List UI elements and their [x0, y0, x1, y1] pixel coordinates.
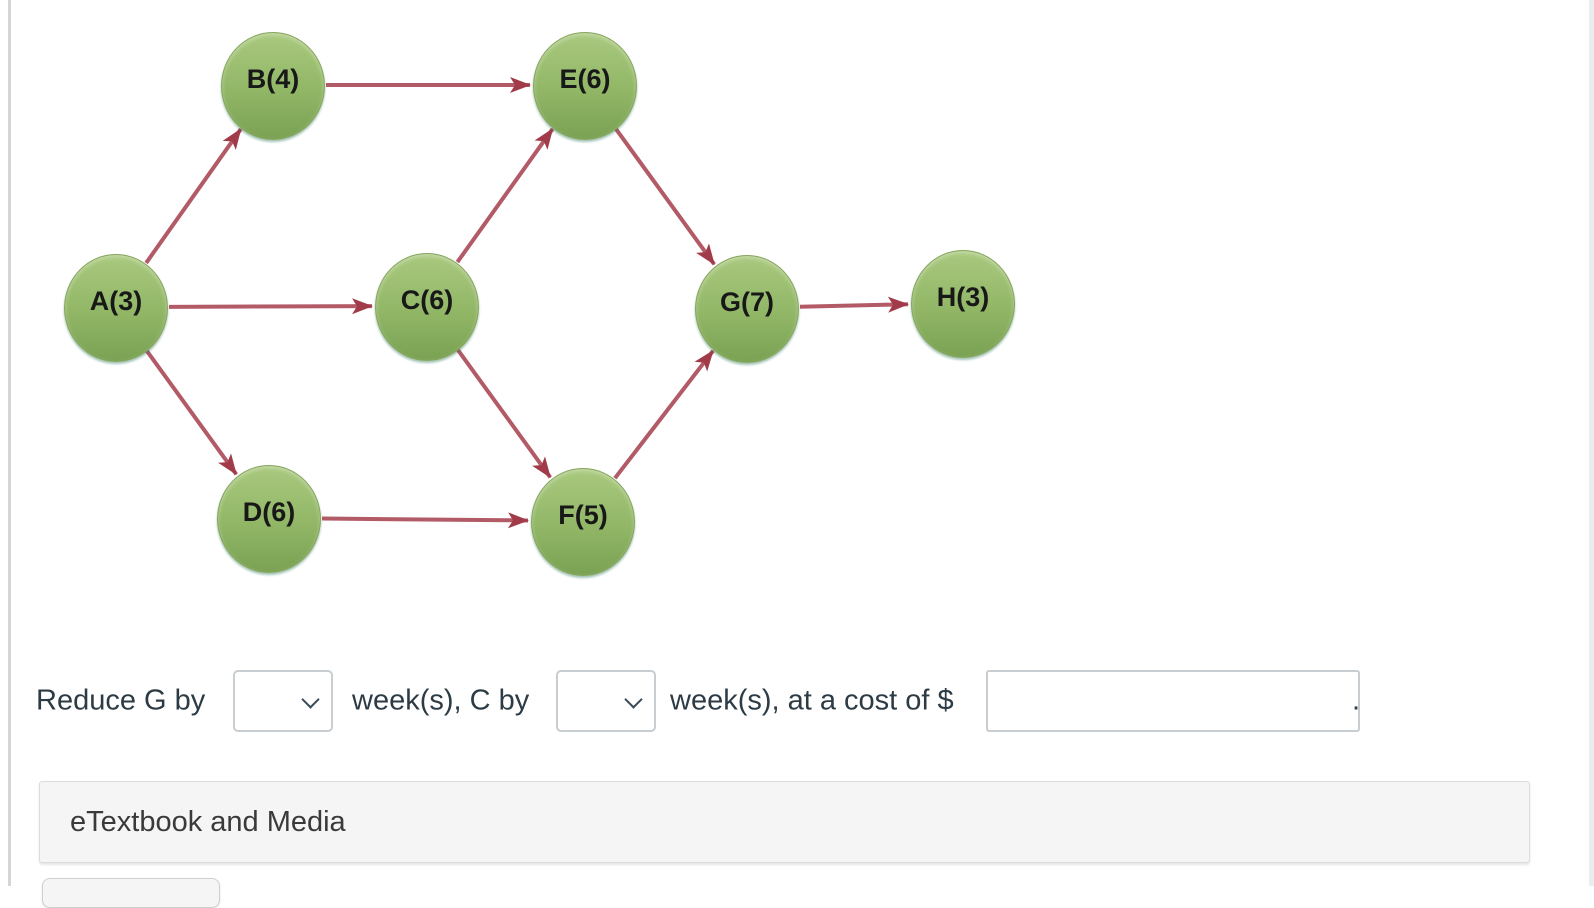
etextbook-media-button[interactable]: eTextbook and Media: [39, 781, 1530, 863]
c-weeks-select[interactable]: [556, 670, 656, 732]
chevron-down-icon: [301, 690, 320, 709]
graph-node-label: B(4): [246, 63, 300, 94]
graph-node-B: B(4): [221, 32, 325, 140]
reduce-g-by-label: Reduce G by: [36, 684, 206, 717]
answer-sentence: Reduce G by week(s), C by week(s), at a …: [0, 670, 1594, 732]
activity-network-diagram: A(3) B(4) C(6) D(6) E(6) F(5) G(7) H(3): [0, 0, 1100, 640]
graph-node-D: D(6): [217, 465, 321, 573]
graph-node-F: F(5): [531, 468, 635, 576]
graph-node-G: G(7): [695, 255, 799, 363]
sentence-period: .: [1352, 684, 1361, 717]
graph-node-label: A(3): [89, 285, 143, 316]
edge-A-B: [144, 127, 243, 265]
cost-input[interactable]: [986, 670, 1360, 732]
cost-label: week(s), at a cost of $: [670, 684, 954, 717]
partially-visible-button[interactable]: [42, 878, 220, 908]
network-edges: [144, 77, 910, 529]
edge-F-G: [613, 349, 715, 480]
edge-A-D: [145, 349, 238, 476]
edge-C-F: [456, 348, 552, 479]
graph-node-A: A(3): [64, 254, 168, 362]
graph-node-label: C(6): [400, 284, 454, 315]
graph-node-C: C(6): [375, 253, 479, 361]
edge-A-C: [168, 298, 374, 315]
weeks-c-by-label: week(s), C by: [352, 684, 530, 717]
graph-node-label: G(7): [720, 286, 774, 317]
graph-node-H: H(3): [911, 250, 1015, 358]
edge-E-G: [614, 127, 716, 266]
graph-node-E: E(6): [533, 32, 637, 140]
graph-node-label: F(5): [558, 499, 608, 530]
graph-node-label: H(3): [936, 281, 990, 312]
graph-node-label: D(6): [242, 496, 296, 527]
g-weeks-select[interactable]: [233, 670, 333, 732]
edge-D-F: [321, 512, 530, 529]
edge-C-E: [455, 127, 555, 264]
chevron-down-icon: [624, 690, 643, 709]
edge-G-H: [799, 296, 910, 313]
graph-node-label: E(6): [559, 63, 611, 94]
etextbook-media-label: eTextbook and Media: [70, 805, 346, 838]
scrollbar-track[interactable]: [1589, 0, 1594, 886]
content-left-border: [8, 0, 11, 886]
